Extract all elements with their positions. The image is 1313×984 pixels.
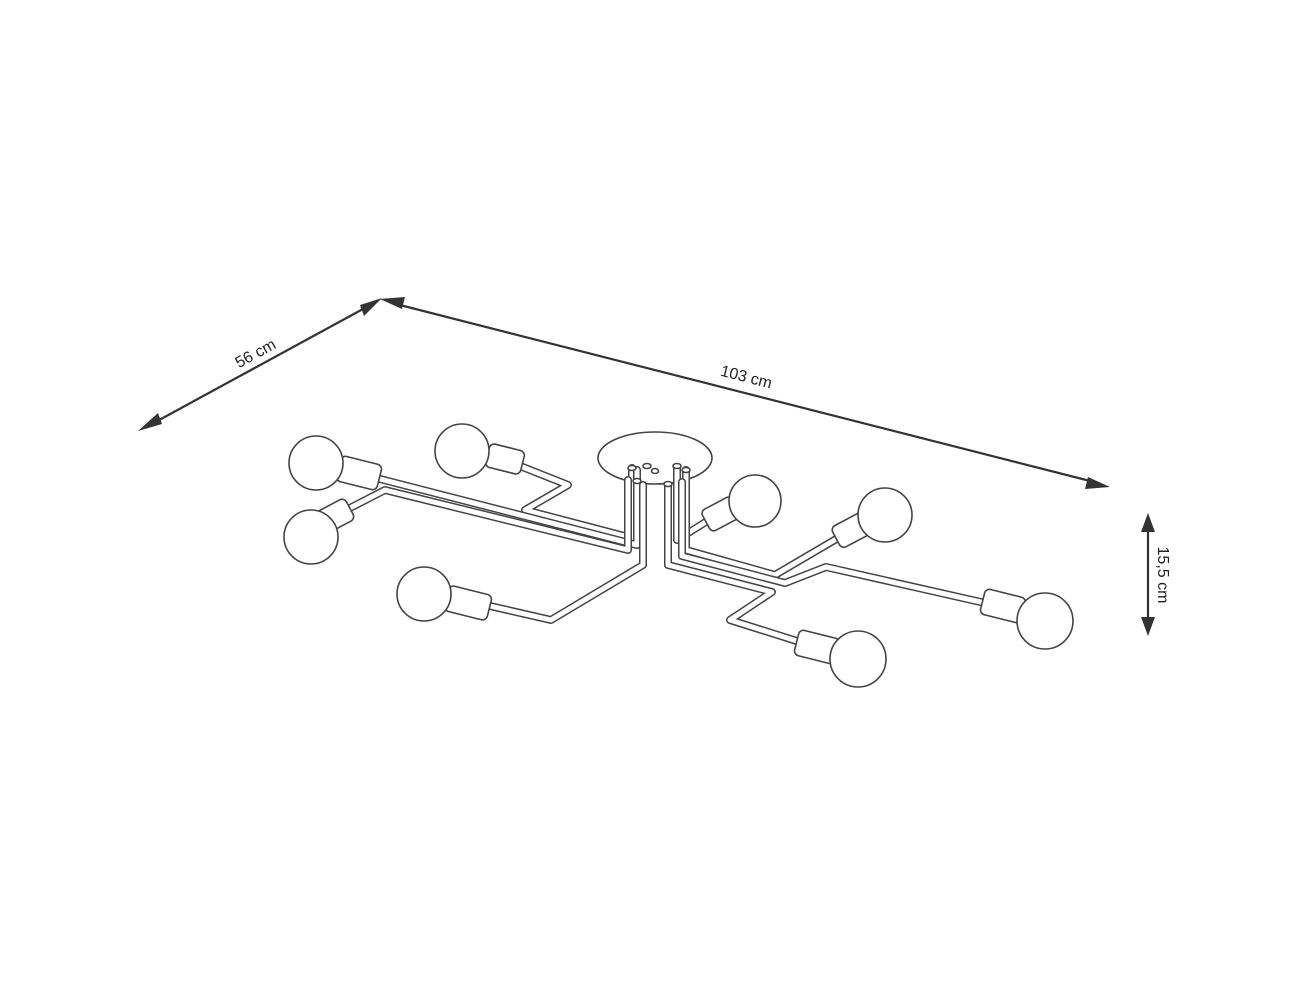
bulb-far-right xyxy=(1016,592,1074,650)
height-label: 15,5 cm xyxy=(1154,547,1171,604)
bulb-far-left-upper xyxy=(288,435,344,491)
bulb-top-left xyxy=(434,423,490,479)
bulb-far-left-lower xyxy=(283,509,339,565)
arm-rod-ends xyxy=(627,462,691,488)
ceiling-canopy xyxy=(597,431,713,485)
bulb-right-upper xyxy=(857,487,913,543)
bulb-lower-right xyxy=(829,630,887,688)
bulb-center-right xyxy=(728,474,782,528)
lamp-arms xyxy=(346,462,989,646)
bulbs xyxy=(283,423,1074,688)
height-dimension: 15,5 cm xyxy=(1141,513,1171,636)
depth-dimension: 56 cm xyxy=(138,298,382,431)
bulb-lower-left xyxy=(396,566,452,622)
